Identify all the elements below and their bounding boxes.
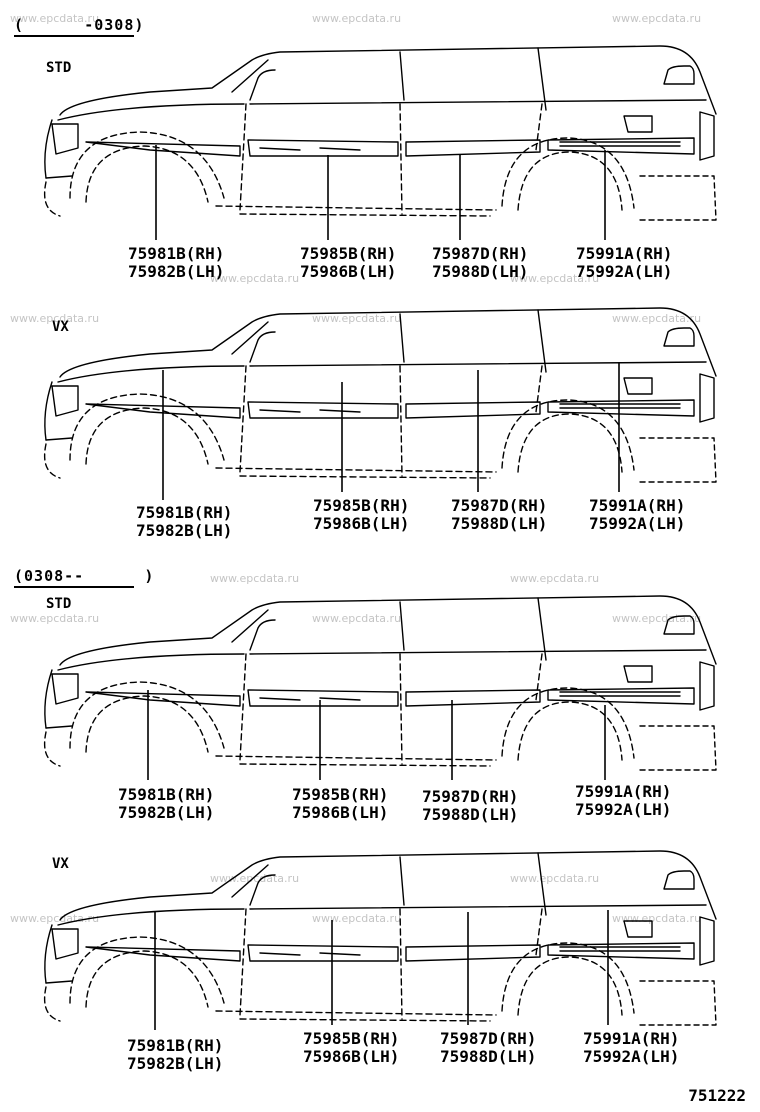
vehicle-std-early <box>43 45 717 221</box>
part-number-lh: 75982B(LH) <box>118 803 215 822</box>
part-number-lh: 75986B(LH) <box>313 514 410 533</box>
part-number-rh: 75991A(RH) <box>583 1029 680 1048</box>
part-number-lh: 75992A(LH) <box>589 514 686 533</box>
date-range-header: (0308-- ) <box>14 567 155 585</box>
part-number-rh: 75985B(RH) <box>292 785 389 804</box>
part-number-rh: 75985B(RH) <box>300 244 397 263</box>
part-number-rh: 75987D(RH) <box>432 244 529 263</box>
variant-label: STD <box>46 60 72 76</box>
part-number-rh: 75991A(RH) <box>575 782 672 801</box>
part-number-rh: 75985B(RH) <box>313 496 410 515</box>
watermark: www.epcdata.ru <box>312 612 402 625</box>
watermark: www.epcdata.ru <box>612 912 702 925</box>
watermark: www.epcdata.ru <box>510 572 600 585</box>
part-number-rh: 75987D(RH) <box>440 1029 537 1048</box>
watermark: www.epcdata.ru <box>210 872 300 885</box>
part-number-lh: 75986B(LH) <box>303 1047 400 1066</box>
part-number-rh: 75987D(RH) <box>451 496 548 515</box>
part-number-lh: 75988D(LH) <box>432 262 529 281</box>
part-number-rh: 75991A(RH) <box>576 244 673 263</box>
part-number-lh: 75986B(LH) <box>292 803 389 822</box>
leader-lines <box>147 145 620 1030</box>
watermark: www.epcdata.ru <box>210 572 300 585</box>
part-number-rh: 75987D(RH) <box>422 787 519 806</box>
variant-label: VX <box>52 319 69 335</box>
watermark: www.epcdata.ru <box>10 312 100 325</box>
watermark: www.epcdata.ru <box>10 612 100 625</box>
part-number-lh: 75988D(LH) <box>422 805 519 824</box>
part-number-lh: 75992A(LH) <box>583 1047 680 1066</box>
watermark: www.epcdata.ru <box>312 912 402 925</box>
part-number-lh: 75982B(LH) <box>136 521 233 540</box>
variant-label: STD <box>46 596 72 612</box>
watermark: www.epcdata.ru <box>510 872 600 885</box>
part-number-lh: 75992A(LH) <box>575 800 672 819</box>
vehicle-vx-late <box>43 850 717 1026</box>
part-number-lh: 75986B(LH) <box>300 262 397 281</box>
part-number-lh: 75982B(LH) <box>128 262 225 281</box>
watermark: www.epcdata.ru <box>312 312 402 325</box>
header-underline <box>14 586 134 588</box>
variant-label: VX <box>52 856 69 872</box>
part-number-rh: 75985B(RH) <box>303 1029 400 1048</box>
watermark: www.epcdata.ru <box>10 912 100 925</box>
watermark: www.epcdata.ru <box>10 12 100 25</box>
watermark: www.epcdata.ru <box>510 272 600 285</box>
watermark: www.epcdata.ru <box>210 272 300 285</box>
part-number-lh: 75988D(LH) <box>440 1047 537 1066</box>
date-range-header: ( -0308) <box>14 16 145 34</box>
part-number-lh: 75988D(LH) <box>451 514 548 533</box>
watermark: www.epcdata.ru <box>612 312 702 325</box>
watermark: www.epcdata.ru <box>612 612 702 625</box>
part-number-rh: 75981B(RH) <box>127 1036 224 1055</box>
figure-number: 751222 <box>688 1086 746 1105</box>
part-number-rh: 75981B(RH) <box>128 244 225 263</box>
part-number-rh: 75981B(RH) <box>136 503 233 522</box>
vehicle-std-late <box>43 595 717 771</box>
part-number-lh: 75982B(LH) <box>127 1054 224 1073</box>
header-underline <box>14 35 134 37</box>
watermark: www.epcdata.ru <box>612 12 702 25</box>
vehicle-vx-early <box>43 307 717 483</box>
part-number-lh: 75992A(LH) <box>576 262 673 281</box>
part-number-rh: 75991A(RH) <box>589 496 686 515</box>
part-number-rh: 75981B(RH) <box>118 785 215 804</box>
watermark: www.epcdata.ru <box>312 12 402 25</box>
